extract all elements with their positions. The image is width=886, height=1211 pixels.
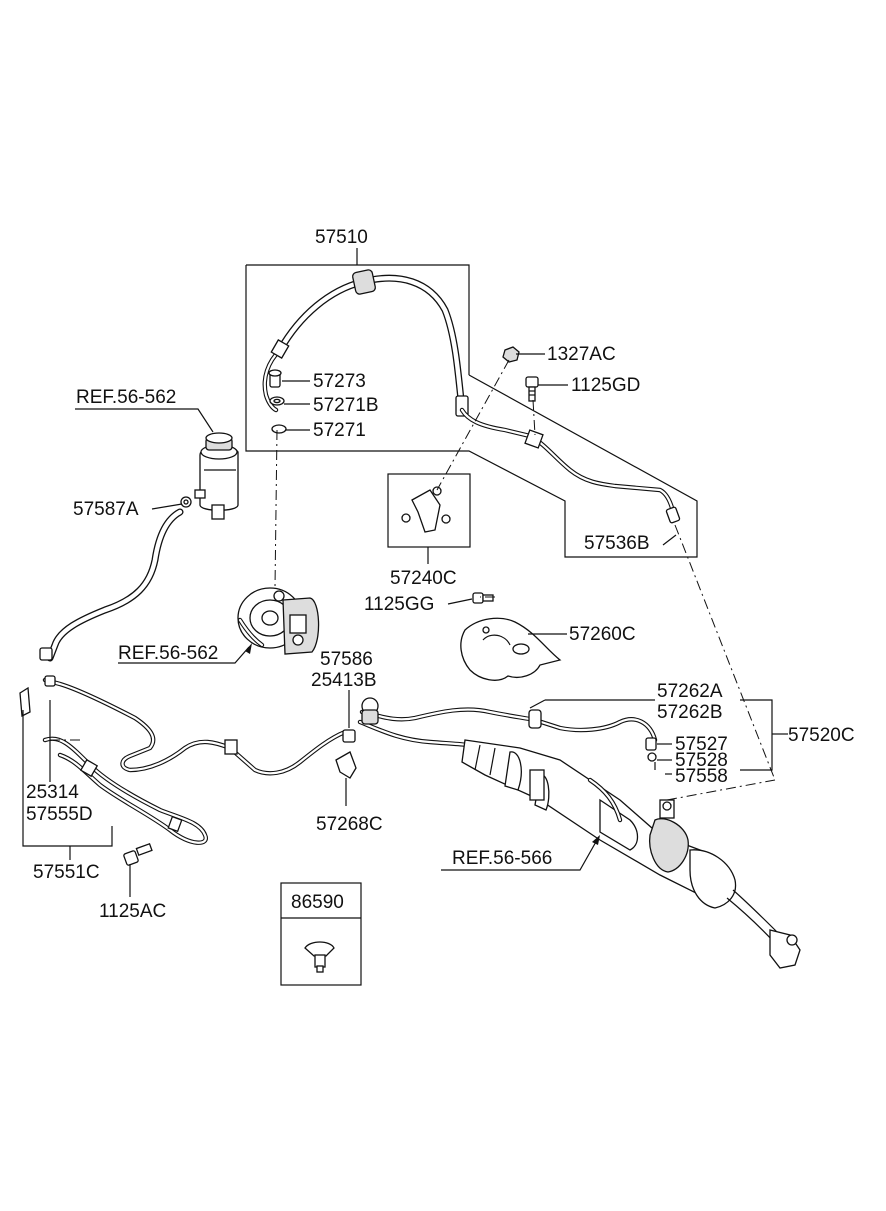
label-ref-56-566: REF.56-566 (452, 848, 552, 869)
label-57536B: 57536B (584, 533, 650, 554)
label-57587A: 57587A (73, 499, 139, 520)
label-57273: 57273 (313, 371, 366, 392)
label-57260C: 57260C (569, 624, 636, 645)
fitting-57527[interactable] (645, 737, 657, 751)
return-tube-57262[interactable] (357, 707, 658, 751)
label-57262B: 57262B (657, 702, 723, 723)
pressure-hose-57510[interactable] (262, 269, 681, 524)
fitting-57528[interactable] (647, 752, 657, 762)
label-1327AC: 1327AC (547, 344, 616, 365)
label-1125GD: 1125GD (571, 375, 640, 396)
label-25314: 25314 (26, 782, 79, 803)
bolt-1125GD[interactable] (525, 376, 539, 402)
bracket-57240C[interactable] (401, 486, 451, 533)
clamp-57268C[interactable] (335, 729, 357, 779)
label-57262A: 57262A (657, 681, 723, 702)
group-box-57510 (245, 264, 698, 558)
label-57558: 57558 (675, 766, 728, 787)
return-hose[interactable] (46, 508, 184, 662)
washer-57271B[interactable] (269, 396, 285, 406)
nut-1327AC[interactable] (502, 346, 520, 363)
fitting-57273[interactable] (268, 369, 282, 388)
clip-86590[interactable] (304, 941, 335, 973)
label-57551C: 57551C (33, 862, 100, 883)
bolt-1125AC[interactable] (123, 842, 153, 866)
heat-shield-57260C[interactable] (460, 617, 562, 681)
label-25413B: 25413B (311, 670, 377, 691)
group-box-57240C (387, 473, 471, 548)
bolt-1125GG[interactable] (472, 592, 494, 604)
return-tube-57551C[interactable] (39, 647, 348, 845)
label-57240C: 57240C (390, 568, 457, 589)
group-box-86590 (280, 882, 362, 986)
oring-57271[interactable] (271, 424, 287, 434)
label-57268C: 57268C (316, 814, 383, 835)
steering-gear-assembly[interactable] (461, 739, 801, 969)
label-57510: 57510 (315, 227, 368, 248)
label-ref-56-562-pump: REF.56-562 (118, 643, 218, 664)
label-1125AC: 1125AC (99, 901, 166, 922)
label-ref-56-562-reservoir: REF.56-562 (76, 387, 176, 408)
label-57528: 57528 (675, 750, 728, 771)
reservoir-assembly[interactable] (194, 432, 239, 520)
power-steering-pump[interactable] (237, 587, 320, 655)
label-86590: 86590 (291, 892, 344, 913)
label-57555D: 57555D (26, 804, 93, 825)
label-1125GG: 1125GG (364, 594, 434, 615)
clip-left-bracket[interactable] (19, 686, 31, 718)
clamp-57587A[interactable] (180, 496, 192, 508)
label-57520C: 57520C (788, 725, 855, 746)
label-57271: 57271 (313, 420, 366, 441)
hose-fitting-57586[interactable] (361, 697, 379, 725)
label-57527: 57527 (675, 734, 728, 755)
label-57271B: 57271B (313, 395, 379, 416)
label-57586: 57586 (320, 649, 373, 670)
